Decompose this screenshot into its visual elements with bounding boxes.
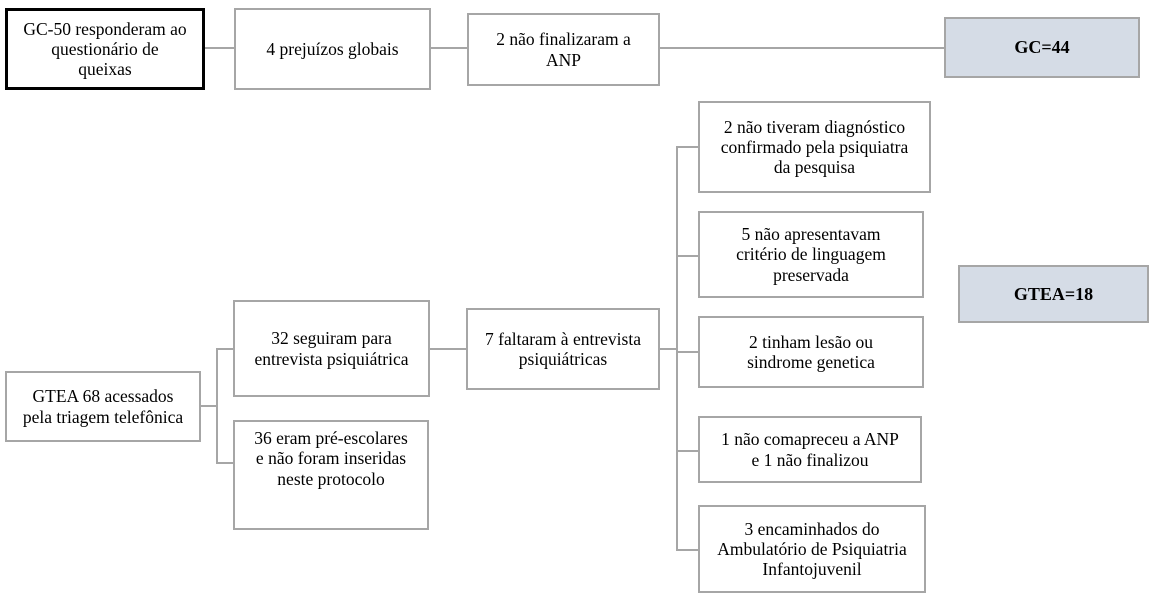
node-gc-source[interactable]: GC-50 responderam ao questionário de que… — [5, 8, 205, 90]
node-gtea-branch-2[interactable]: 36 eram pré-escolares e não foram inseri… — [233, 420, 429, 530]
node-gtea-exclusion-3-label: 2 tinham lesão ou sindrome genetica — [747, 331, 875, 372]
node-gc-result-label: GC=44 — [1014, 37, 1070, 58]
connector-rail-to-excl3 — [676, 351, 700, 353]
connector-gtea-source-stem — [198, 405, 218, 407]
connector-rail-to-excl4 — [676, 450, 700, 452]
node-gtea-exclusion-main-label: 7 faltaram à entrevista psiquiátricas — [485, 328, 641, 369]
node-gtea-branch-1-label: 32 seguiram para entrevista psiquiátrica — [254, 328, 409, 369]
node-gc-result[interactable]: GC=44 — [944, 17, 1140, 78]
node-gtea-exclusion-1[interactable]: 2 não tiveram diagnóstico confirmado pel… — [698, 101, 931, 193]
node-gtea-exclusion-2-label: 5 não apresentavam critério de linguagem… — [736, 224, 886, 285]
connector-branch1-to-excl-main — [428, 348, 469, 350]
connector-gc-excl1-to-excl2 — [429, 47, 469, 49]
node-gtea-branch-2-label: 36 eram pré-escolares e não foram inseri… — [254, 428, 408, 489]
connector-right-rail — [676, 146, 678, 551]
node-gtea-result-label: GTEA=18 — [1013, 283, 1094, 304]
node-gtea-exclusion-3[interactable]: 2 tinham lesão ou sindrome genetica — [698, 316, 924, 388]
connector-gtea-to-branch2 — [216, 462, 235, 464]
connector-gc-source-to-excl1 — [205, 47, 237, 49]
node-gtea-exclusion-2[interactable]: 5 não apresentavam critério de linguagem… — [698, 211, 924, 298]
connector-excl-main-stem — [658, 348, 678, 350]
node-gtea-exclusion-4[interactable]: 1 não comapreceu a ANP e 1 não finalizou — [698, 416, 922, 483]
node-gtea-exclusion-5-label: 3 encaminhados do Ambulatório de Psiquia… — [717, 518, 907, 580]
connector-rail-to-excl2 — [676, 255, 700, 257]
node-gtea-exclusion-4-label: 1 não comapreceu a ANP e 1 não finalizou — [721, 429, 899, 470]
connector-gc-excl2-to-result — [658, 47, 946, 49]
node-gc-exclusion-2-label: 2 não finalizaram a ANP — [496, 29, 631, 70]
connector-rail-to-excl5 — [676, 549, 700, 551]
node-gtea-branch-1[interactable]: 32 seguiram para entrevista psiquiátrica — [233, 300, 430, 397]
node-gtea-result[interactable]: GTEA=18 — [958, 265, 1149, 323]
node-gtea-source[interactable]: GTEA 68 acessados pela triagem telefônic… — [5, 371, 201, 442]
connector-rail-to-excl1 — [676, 146, 700, 148]
node-gc-source-label: GC-50 responderam ao questionário de que… — [23, 18, 187, 80]
node-gc-exclusion-2[interactable]: 2 não finalizaram a ANP — [467, 13, 660, 86]
node-gtea-exclusion-5[interactable]: 3 encaminhados do Ambulatório de Psiquia… — [698, 505, 926, 593]
node-gc-exclusion-1[interactable]: 4 prejuízos globais — [234, 8, 431, 90]
node-gc-exclusion-1-label: 4 prejuízos globais — [266, 38, 399, 59]
node-gtea-source-label: GTEA 68 acessados pela triagem telefônic… — [22, 386, 184, 427]
connector-gtea-source-bracket — [216, 348, 218, 464]
node-gtea-exclusion-1-label: 2 não tiveram diagnóstico confirmado pel… — [720, 116, 909, 178]
connector-gtea-to-branch1 — [216, 348, 235, 350]
node-gtea-exclusion-main[interactable]: 7 faltaram à entrevista psiquiátricas — [466, 308, 660, 390]
